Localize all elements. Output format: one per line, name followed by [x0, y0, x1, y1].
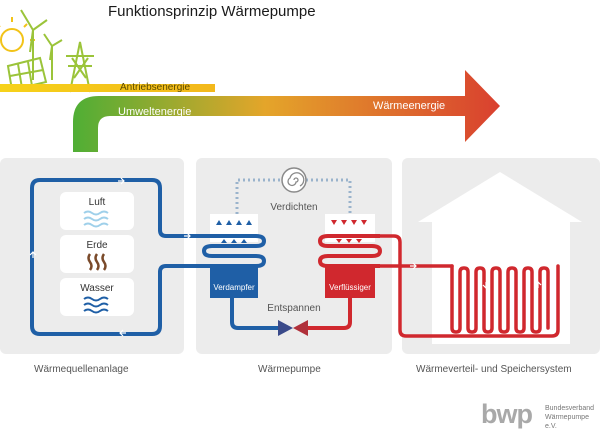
heat-energy-label: Wärmeenergie — [373, 100, 446, 112]
renewable-energy-icons — [0, 9, 94, 93]
source-card-air — [60, 192, 134, 230]
refrigerant-blue-return — [230, 296, 278, 330]
section-label-distribution: Wärmeverteil- und Speichersystem — [416, 364, 572, 375]
compressor-icon — [281, 167, 307, 193]
source-label-ground: Erde — [86, 240, 108, 251]
ambient-energy-label: Umweltenergie — [118, 106, 192, 118]
diagram-title: Funktionsprinzip Wärmepumpe — [108, 3, 316, 20]
section-label-source: Wärmequellenanlage — [34, 364, 129, 375]
evaporator — [201, 214, 267, 298]
section-label-heat-pump: Wärmepumpe — [258, 364, 321, 375]
energy-flow-arrow — [73, 70, 500, 152]
condenser — [317, 214, 383, 298]
power-pylon-icon — [66, 41, 94, 93]
bwp-logo: bwp — [481, 399, 533, 429]
source-card-water — [60, 278, 134, 316]
compress-label: Verdichten — [270, 202, 317, 213]
source-flow-arrows — [29, 177, 191, 337]
drive-energy-band — [0, 84, 215, 92]
logo-line-1: Bundesverband — [545, 405, 595, 412]
bwp-logo-subtitle: Bundesverband Wärmepumpe e.V. — [545, 404, 600, 431]
evaporator-label: Verdampfer — [213, 283, 255, 292]
condenser-label: Verflüssiger — [329, 283, 371, 292]
source-label-air: Luft — [89, 197, 106, 208]
source-loop — [30, 178, 207, 336]
expand-label: Entspannen — [267, 303, 320, 314]
refrigerant-vapor-line — [235, 178, 352, 214]
source-label-water: Wasser — [80, 283, 114, 294]
water-waves-icon — [83, 296, 109, 314]
heat-pump-panel — [196, 158, 392, 354]
sun-icon — [0, 17, 35, 52]
heating-flow-arrows — [410, 262, 542, 289]
expansion-valve-icon — [278, 320, 308, 336]
air-waves-icon — [83, 210, 109, 228]
drive-energy-label: Antriebsenergie — [120, 82, 191, 93]
refrigerant-red-return — [308, 296, 352, 330]
logo-line-2: Wärmepumpe e.V. — [545, 414, 589, 430]
solar-panel-icon — [6, 56, 48, 92]
ground-heat-icon — [87, 253, 107, 271]
